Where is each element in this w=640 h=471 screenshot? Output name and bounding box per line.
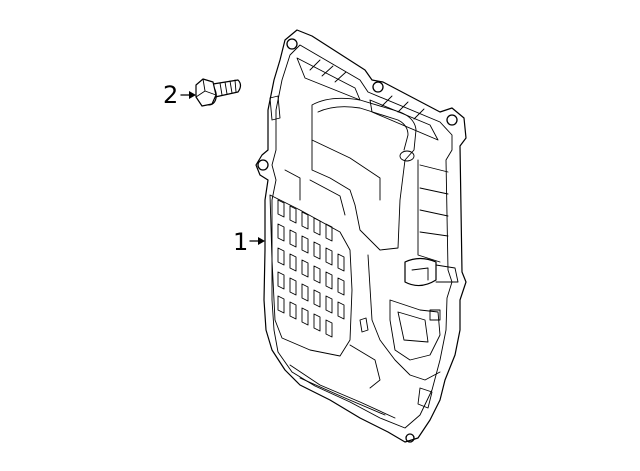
oil-pan-part-1 <box>255 29 467 443</box>
callout-label-1: 1 <box>233 228 248 256</box>
callout-arrow-2 <box>189 91 196 99</box>
callout-arrow-1 <box>258 237 265 245</box>
callout-1: 1 <box>233 228 265 256</box>
callout-2: 2 <box>163 81 196 109</box>
bolt-part-2 <box>195 78 242 107</box>
cast-pocket-grid <box>269 169 353 357</box>
callout-label-2: 2 <box>163 81 178 109</box>
